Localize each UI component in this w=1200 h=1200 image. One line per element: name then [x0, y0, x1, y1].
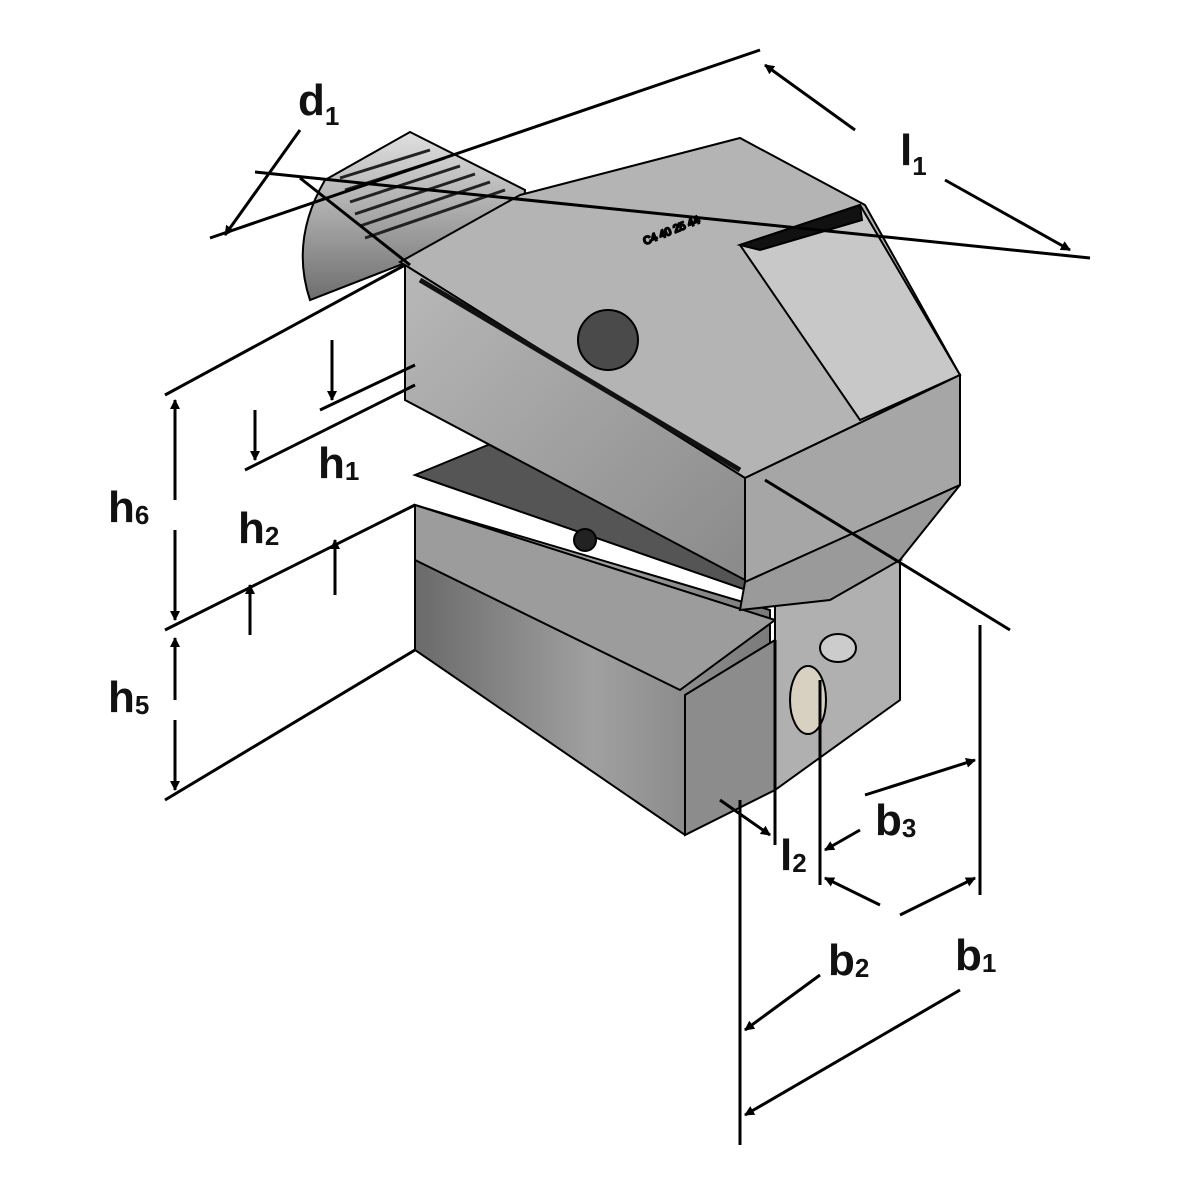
screw-head — [819, 633, 857, 663]
label-h2: h2 — [238, 504, 279, 553]
label-b3: b3 — [875, 796, 916, 845]
label-b1: b1 — [955, 931, 996, 980]
label-l2: l2 — [780, 831, 807, 880]
label-l1: l1 — [900, 126, 927, 181]
head-block: C4 40 25 44 — [398, 136, 962, 612]
label-h6: h6 — [108, 483, 149, 532]
coolant-hole — [577, 309, 639, 371]
dimension-labels: d1 l1 h1 h2 h6 h5 b3 l2 b2 b1 — [108, 76, 996, 985]
dimension-lines — [164, 48, 1091, 1145]
label-b2: b2 — [828, 936, 869, 985]
clamp-screw — [789, 665, 827, 735]
screw-hole — [573, 528, 597, 552]
label-h1: h1 — [318, 439, 359, 488]
label-d1: d1 — [298, 76, 339, 131]
label-h5: h5 — [108, 673, 149, 722]
